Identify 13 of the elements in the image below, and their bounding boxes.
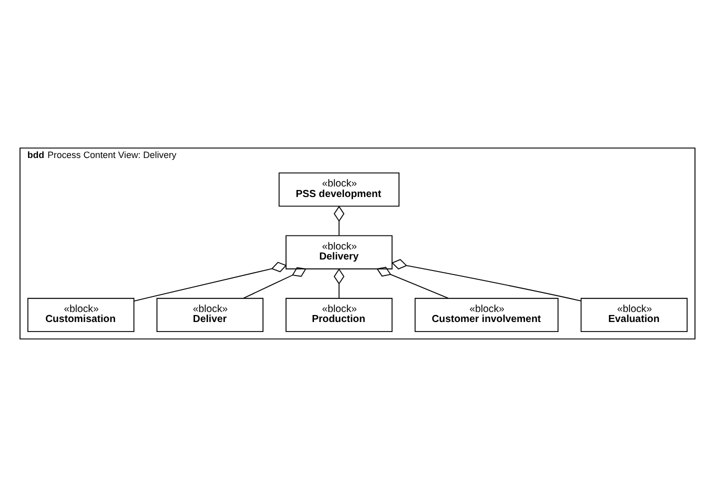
- connector: [243, 266, 306, 298]
- node-box: «block» Customer involvement: [414, 297, 558, 332]
- node-box: «block» PSS development: [278, 172, 400, 206]
- connector: [376, 266, 449, 298]
- node-box: «block» Production: [286, 297, 393, 332]
- node-box: «block» Evaluation: [580, 297, 688, 332]
- connector: [134, 261, 287, 302]
- node-box: «block» Deliver: [156, 297, 264, 332]
- connector: [334, 205, 344, 236]
- node-box: «block» Customisation: [27, 297, 134, 332]
- node-box: «block» Delivery: [286, 234, 393, 269]
- connector: [391, 258, 582, 301]
- connector: [334, 268, 344, 298]
